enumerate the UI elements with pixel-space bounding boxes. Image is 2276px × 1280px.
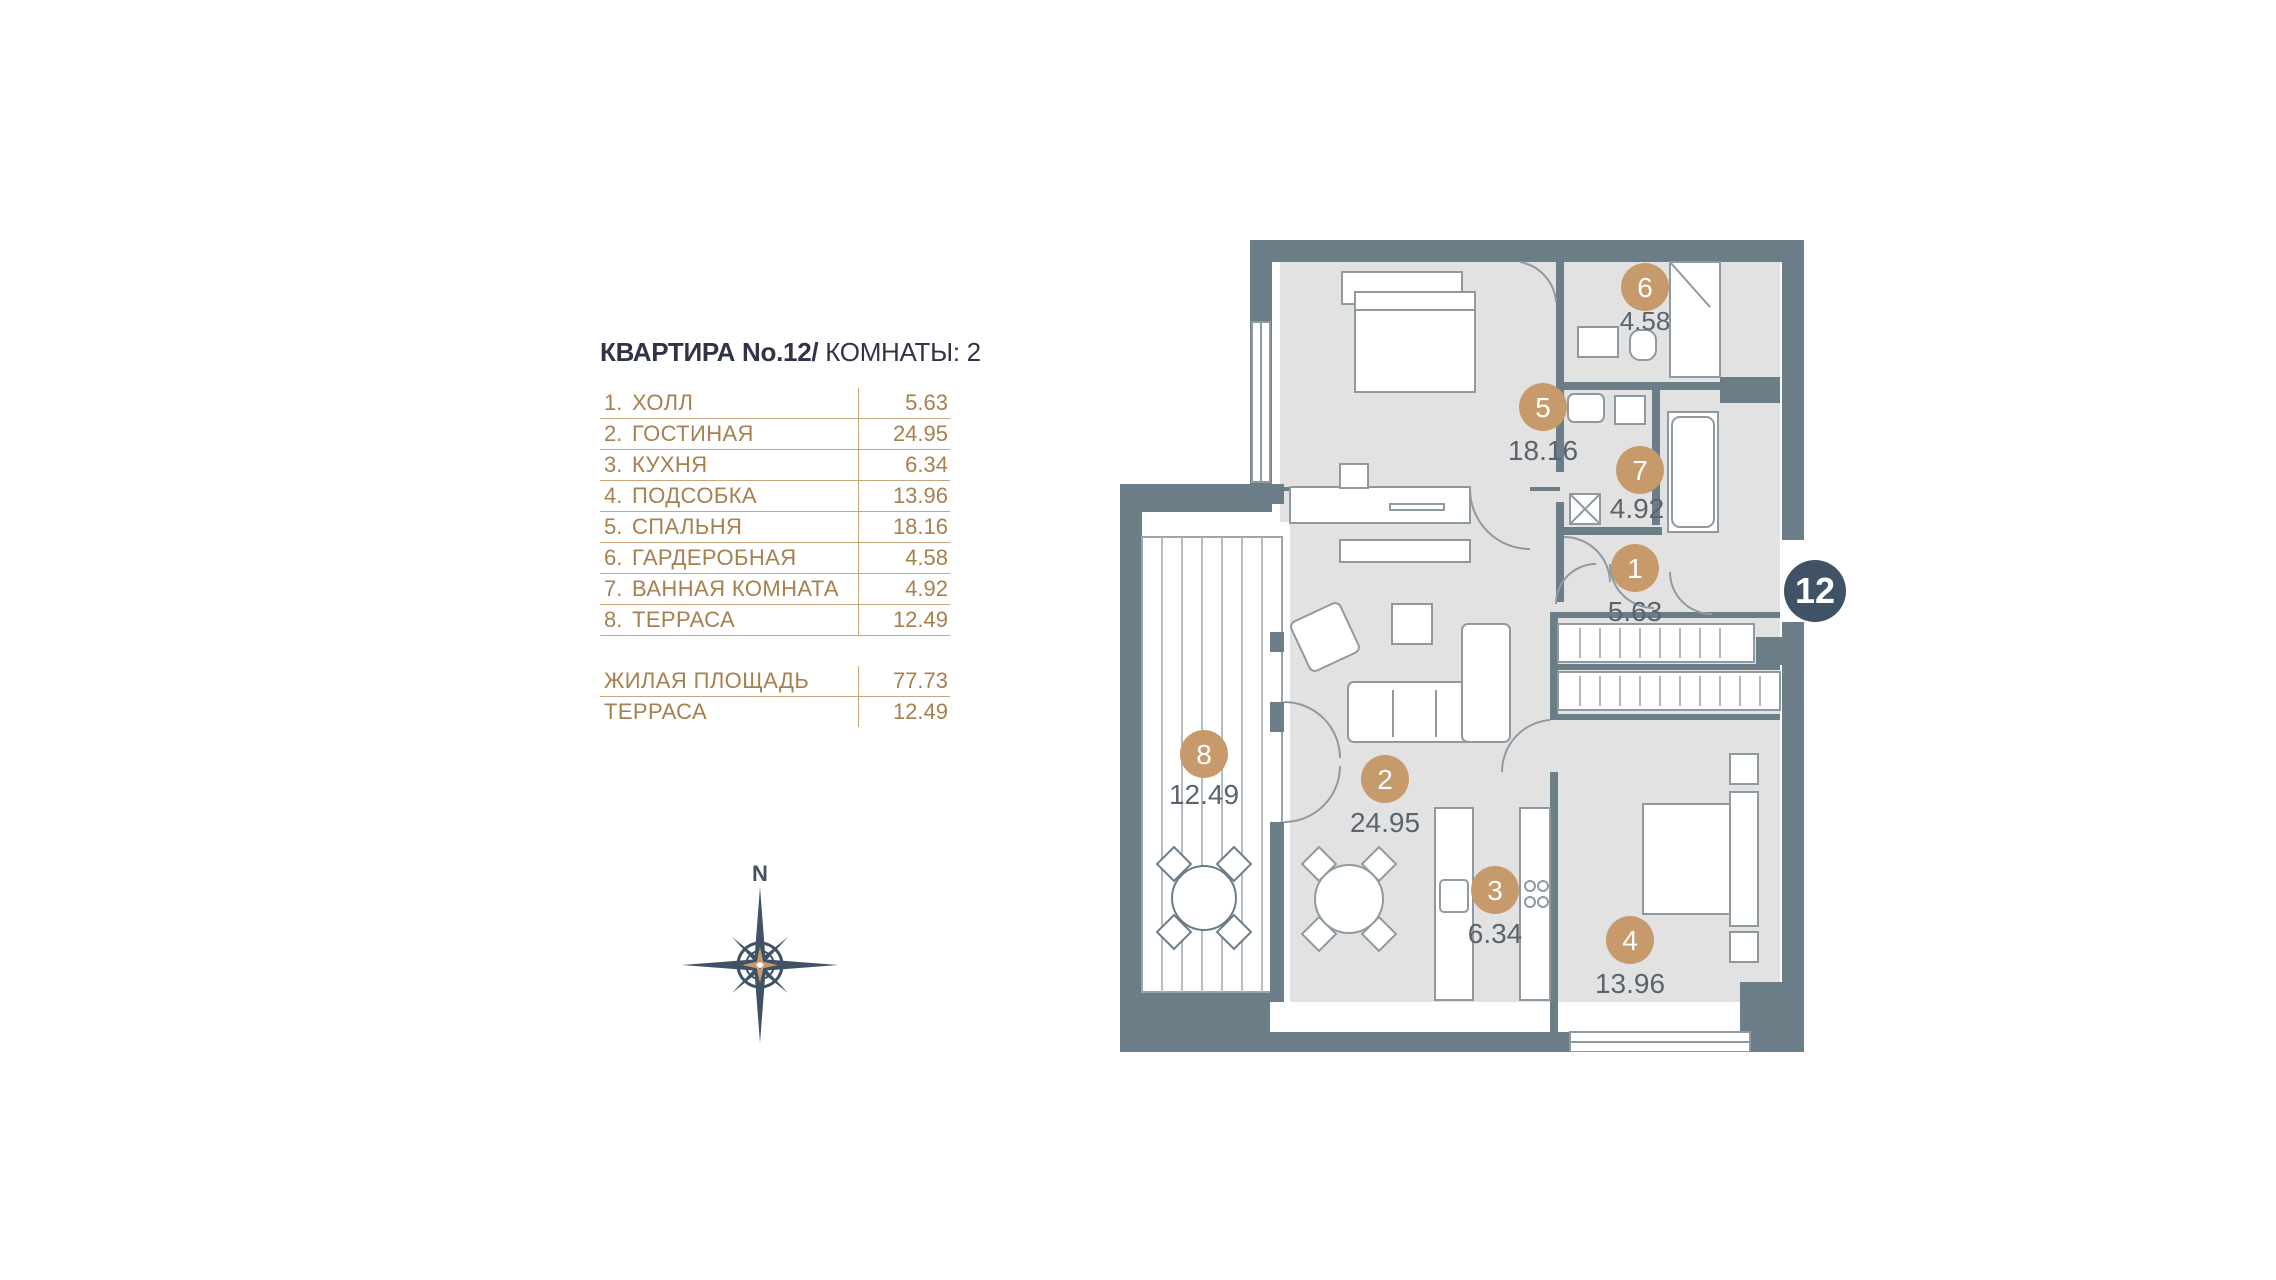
coffee-table-icon	[1391, 603, 1433, 645]
room-area: 4.58	[858, 543, 950, 573]
utility-bed-icon	[1642, 753, 1759, 963]
compass-star-icon	[682, 887, 838, 1043]
legend-total-row: ЖИЛАЯ ПЛОЩАДЬ 77.73	[600, 666, 950, 697]
legend-row: 2. ГОСТИНАЯ 24.95	[600, 419, 950, 450]
outer-walls	[1120, 240, 1804, 1052]
room-name: ХОЛЛ	[632, 390, 694, 415]
room-number: 8.	[604, 607, 623, 632]
room-label-7: 7 4.92	[1610, 446, 1665, 524]
legend-title: КВАРТИРА No.12/ КОМНАТЫ: 2	[600, 336, 981, 368]
room-name: ГАРДЕРОБНАЯ	[632, 545, 797, 570]
legend-row: 8. ТЕРРАСА 12.49	[600, 605, 950, 636]
room-area: 12.49	[858, 605, 950, 635]
bed-icon	[1341, 271, 1476, 393]
room-label-3: 3 6.34	[1468, 866, 1523, 949]
room-label-2: 2 24.95	[1350, 755, 1420, 838]
room-area: 24.95	[858, 419, 950, 449]
sofa-icon	[1347, 623, 1511, 743]
total-area: 77.73	[858, 666, 950, 696]
room-area: 6.34	[858, 450, 950, 480]
dining-table-icon	[1300, 845, 1398, 953]
room-badge-area: 5.63	[1608, 596, 1663, 627]
floor-plan: 1 5.63 2 24.95 3 6.34 4 13.96 5 18.16 6 …	[1120, 240, 1804, 1052]
room-legend: КВАРТИРА No.12/ КОМНАТЫ: 2 1. ХОЛЛ 5.63 …	[600, 336, 981, 727]
room-label-6: 6 4.58	[1620, 263, 1671, 336]
room-number: 4.	[604, 483, 623, 508]
room-badge-area: 4.92	[1610, 493, 1665, 524]
legend-row: 5. СПАЛЬНЯ 18.16	[600, 512, 950, 543]
room-badge-area: 24.95	[1350, 807, 1420, 838]
legend-row: 3. КУХНЯ 6.34	[600, 450, 950, 481]
bathroom-fixtures	[1563, 393, 1719, 583]
total-name: ЖИЛАЯ ПЛОЩАДЬ	[604, 668, 810, 693]
kitchen-counter	[1434, 807, 1551, 1001]
room-name: СПАЛЬНЯ	[632, 514, 743, 539]
legend-row: 1. ХОЛЛ 5.63	[600, 388, 950, 419]
room-badge-area: 12.49	[1169, 779, 1239, 810]
room-badge-number: 3	[1487, 875, 1503, 906]
room-badge-number: 2	[1377, 764, 1393, 795]
room-badge-area: 18.16	[1508, 435, 1578, 466]
compass-rose: N	[682, 861, 838, 1043]
legend-row: 7. ВАННАЯ КОМНАТА 4.92	[600, 574, 950, 605]
room-label-1: 1 5.63	[1608, 544, 1663, 627]
room-badge-area: 6.34	[1468, 918, 1523, 949]
legend-row: 4. ПОДСОБКА 13.96	[600, 481, 950, 512]
room-name: ПОДСОБКА	[632, 483, 757, 508]
room-badge-number: 5	[1535, 392, 1551, 423]
total-area: 12.49	[858, 697, 950, 727]
room-badge-number: 4	[1622, 925, 1638, 956]
room-number: 3.	[604, 452, 623, 477]
terrace-table-icon	[1155, 845, 1253, 951]
room-label-4: 4 13.96	[1595, 916, 1665, 999]
wardrobe-room	[1519, 261, 1721, 378]
door-swings	[1283, 488, 1713, 823]
room-number: 6.	[604, 545, 623, 570]
room-number: 2.	[604, 421, 623, 446]
legend-row: 6. ГАРДЕРОБНАЯ 4.58	[600, 543, 950, 574]
room-badge-area: 4.58	[1620, 306, 1671, 336]
legend-total-row: ТЕРРАСА 12.49	[600, 697, 950, 727]
room-number: 1.	[604, 390, 623, 415]
room-badge-number: 6	[1637, 272, 1653, 303]
room-name: ГОСТИНАЯ	[632, 421, 754, 446]
room-area: 18.16	[858, 512, 950, 542]
room-area: 5.63	[858, 388, 950, 418]
rooms-count: КОМНАТЫ: 2	[825, 337, 981, 367]
tv-stand-icon	[1339, 539, 1471, 563]
armchair-icon	[1290, 602, 1360, 672]
room-name: ВАННАЯ КОМНАТА	[632, 576, 839, 601]
apartment-number: 12	[1795, 570, 1835, 611]
windows	[1251, 321, 1751, 1052]
total-name: ТЕРРАСА	[604, 699, 708, 724]
room-area: 4.92	[858, 574, 950, 604]
room-badge-area: 13.96	[1595, 968, 1665, 999]
room-name: КУХНЯ	[632, 452, 708, 477]
room-number: 7.	[604, 576, 623, 601]
room-area: 13.96	[858, 481, 950, 511]
room-badge-number: 1	[1627, 553, 1643, 584]
desk-icon	[1289, 463, 1471, 524]
room-badge-number: 7	[1632, 455, 1648, 486]
hall-wardrobes	[1557, 623, 1781, 711]
north-label: N	[752, 861, 768, 886]
room-label-5: 5 18.16	[1508, 383, 1578, 466]
apartment-number-badge: 12	[1784, 560, 1846, 622]
room-badge-number: 8	[1196, 739, 1212, 770]
apartment-title: КВАРТИРА No.12/	[600, 337, 819, 367]
interior-walls	[1270, 262, 1782, 1042]
room-label-8: 8 12.49	[1169, 730, 1239, 810]
room-number: 5.	[604, 514, 623, 539]
room-name: ТЕРРАСА	[632, 607, 736, 632]
